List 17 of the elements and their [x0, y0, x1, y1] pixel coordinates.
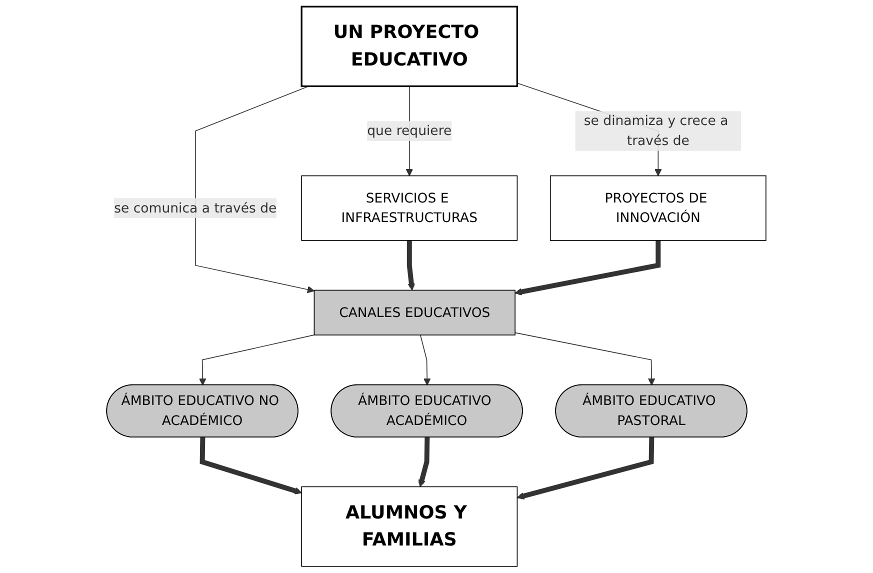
node-box: UN PROYECTO EDUCATIVO: [300, 6, 518, 88]
arrow: [407, 240, 416, 291]
arrow: [514, 332, 656, 386]
arrow: [517, 437, 654, 500]
node-box: SERVICIOS E INFRAESTRUCTURAS: [301, 175, 518, 241]
edge-label: que requiere: [367, 122, 452, 138]
edge-label: se dinamiza y crece a través de: [584, 112, 728, 148]
arrow: [199, 334, 315, 386]
node-box: ALUMNOS Y FAMILIAS: [301, 486, 518, 567]
arrow: [200, 437, 302, 494]
node-box: CANALES EDUCATIVOS: [314, 290, 516, 336]
arrow: [195, 86, 315, 294]
arrow: [514, 240, 661, 296]
arrow: [418, 437, 430, 488]
arrow: [420, 334, 431, 386]
node-box: PROYECTOS DE INNOVACIÓN: [550, 175, 767, 241]
edge-label: se comunica a través de: [114, 200, 277, 216]
